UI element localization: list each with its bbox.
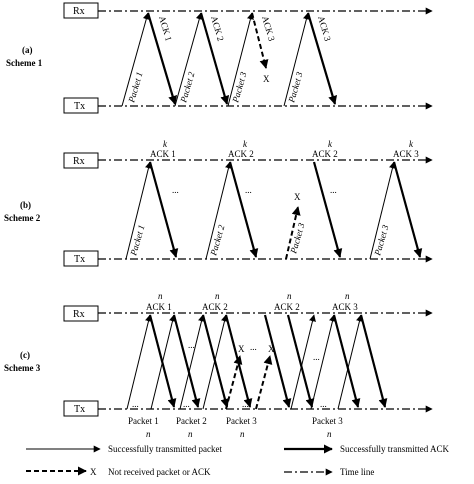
tx-label: Tx	[74, 404, 85, 415]
n-mark: n	[158, 291, 163, 301]
packet-arrow	[174, 12, 203, 107]
n-mark: n	[215, 291, 220, 301]
scheme3-name: Scheme 3	[4, 363, 41, 373]
k-mark: k	[243, 139, 248, 149]
packet-arrow	[125, 161, 152, 260]
scheme2-panel: (b) Scheme 2 Rx Tx k k k k ACK 1 ACK 2 A…	[4, 139, 433, 267]
scheme1-panel: (a) Scheme 1 Rx Tx X Packet 1 Packet 2 P…	[6, 2, 433, 114]
ack-label: ACK 2	[228, 149, 254, 159]
packet-arrow	[227, 12, 254, 107]
legend-timeline-label: Time line	[340, 467, 374, 477]
time-dots: ...	[320, 399, 327, 409]
packet-label: Packet 2	[178, 70, 197, 104]
ack-arrow	[359, 314, 388, 408]
ack-arrow	[312, 161, 343, 258]
packet-label: Packet 3	[288, 221, 307, 255]
n-mark: n	[287, 291, 292, 301]
time-dots: ...	[132, 399, 139, 409]
packet-arrow	[369, 161, 396, 260]
ack-label: ACK 2	[274, 302, 300, 312]
fail-mark: X	[263, 74, 270, 84]
ack-arrow	[146, 12, 178, 105]
time-dots: ...	[245, 185, 252, 195]
scheme3-tag: (c)	[20, 350, 30, 360]
tx-label: Tx	[74, 101, 85, 112]
ack-arrow	[332, 314, 361, 408]
legend-ack-label: Successfully transmitted ACK	[340, 444, 449, 454]
scheme1-name: Scheme 1	[6, 58, 43, 68]
ack-label: ACK 1	[157, 15, 174, 43]
ack-label: ACK 1	[146, 302, 172, 312]
scheme1-tag: (a)	[22, 45, 33, 55]
ack-label: ACK 3	[316, 15, 333, 43]
packet-arrow	[337, 314, 363, 410]
k-mark: k	[409, 139, 414, 149]
legend-failed-mark: X	[90, 467, 97, 477]
packet-label: Packet 3	[226, 416, 257, 426]
fail-mark: X	[294, 192, 301, 202]
ack-label: ACK 2	[312, 149, 338, 159]
scheme3-panel: (c) Scheme 3 Rx Tx n n n n ACK 1 ACK 2 A…	[4, 291, 433, 439]
time-dots: ...	[313, 352, 320, 362]
k-mark: k	[163, 139, 168, 149]
ack-arrow	[224, 314, 253, 408]
ack-arrow	[148, 161, 179, 258]
time-dots: ...	[172, 185, 179, 195]
packet-arrow	[310, 314, 336, 410]
packet-label: Packet 1	[128, 416, 159, 426]
ack-arrow	[263, 314, 292, 408]
scheme2-tag: (b)	[20, 200, 31, 210]
tx-label: Tx	[74, 254, 85, 265]
packet-arrow	[205, 161, 232, 260]
failed-packet-arrow	[285, 206, 301, 260]
ack-arrow	[392, 161, 423, 258]
ack-label: ACK 3	[393, 149, 419, 159]
ack-arrow	[306, 12, 338, 105]
ack-arrow	[172, 314, 201, 408]
ack-label: ACK 2	[202, 302, 228, 312]
packet-arrow	[179, 314, 205, 410]
n-mark: n	[240, 429, 245, 439]
n-mark: n	[327, 429, 332, 439]
n-mark: n	[345, 291, 350, 301]
failed-ack-arrow	[251, 12, 269, 69]
legend-packet-label: Successfully transmitted packet	[108, 444, 222, 454]
ack-label: ACK 1	[150, 149, 176, 159]
n-mark: n	[146, 429, 151, 439]
ack-arrow	[201, 314, 230, 408]
ack-arrow	[199, 12, 230, 105]
packet-arrow	[121, 12, 150, 107]
packet-arrow	[290, 314, 316, 410]
rx-label: Rx	[73, 309, 85, 320]
ack-arrow	[228, 161, 259, 258]
packet-arrow	[283, 12, 310, 107]
ack-label: ACK 2	[209, 15, 226, 43]
ack-arrow	[148, 314, 177, 408]
scheme2-name: Scheme 2	[4, 213, 41, 223]
ack-label: ACK 3	[260, 15, 277, 43]
rx-label: Rx	[73, 156, 85, 167]
legend: Successfully transmitted packet Successf…	[26, 444, 449, 477]
time-dots: ...	[183, 399, 190, 409]
time-dots: ...	[250, 342, 257, 352]
rx-label: Rx	[73, 6, 85, 17]
failed-packet-arrow	[255, 355, 273, 410]
k-mark: k	[328, 139, 333, 149]
packet-label: Packet 2	[176, 416, 207, 426]
legend-failed-label: Not received packet or ACK	[108, 467, 211, 477]
packet-label: Packet 1	[126, 71, 144, 105]
fail-mark: X	[238, 344, 245, 354]
packet-arrow	[126, 314, 152, 410]
time-dots: ...	[330, 185, 337, 195]
ack-label: ACK 3	[332, 302, 358, 312]
fail-mark: X	[268, 344, 275, 354]
ack-arrow	[286, 314, 315, 408]
time-dots: ...	[242, 399, 249, 409]
packet-label: Packet 3	[312, 416, 343, 426]
time-dots: ...	[188, 340, 195, 350]
n-mark: n	[188, 429, 193, 439]
